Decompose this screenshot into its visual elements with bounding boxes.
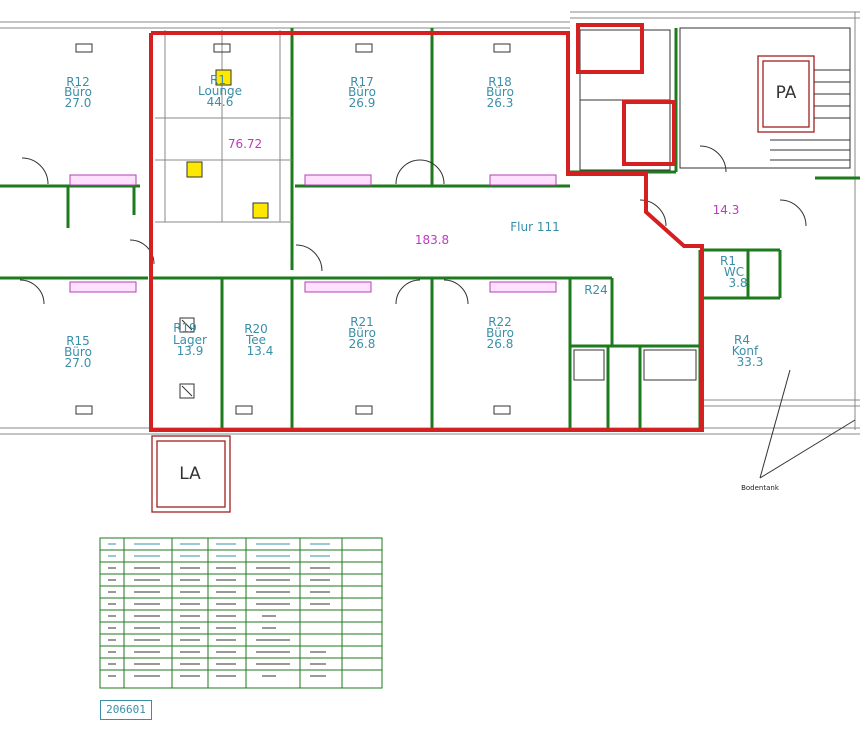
svg-text:26.8: 26.8: [487, 337, 514, 351]
svg-text:33.3: 33.3: [737, 355, 764, 369]
lounge-sub-area: 76.72: [228, 137, 262, 151]
room-r20: R20 Tee 13.4: [244, 322, 273, 358]
svg-text:3.8: 3.8: [728, 276, 747, 290]
outer-walls: [0, 11, 860, 435]
svg-text:R12: R12: [66, 75, 90, 89]
svg-text:Büro: Büro: [348, 85, 376, 99]
svg-text:44.6: 44.6: [207, 95, 234, 109]
room-r4-konf: R4 Konf 33.3: [732, 333, 764, 369]
svg-text:26.3: 26.3: [487, 96, 514, 110]
svg-text:R4: R4: [734, 333, 750, 347]
svg-text:Lager: Lager: [173, 333, 207, 347]
plan-id-label: 206601: [100, 700, 152, 720]
svg-text:Lounge: Lounge: [198, 84, 242, 98]
lounge-grid: [155, 30, 292, 223]
svg-text:26.8: 26.8: [349, 337, 376, 351]
room-r19: R19 Lager 13.9: [173, 321, 207, 358]
doors: [19, 145, 807, 305]
svg-text:R21: R21: [350, 315, 374, 329]
lobby-area: 14.3: [713, 203, 740, 217]
svg-text:Bodentank: Bodentank: [741, 484, 780, 492]
svg-text:R22: R22: [488, 315, 512, 329]
corridor-area: 183.8: [415, 233, 449, 247]
svg-text:26.9: 26.9: [349, 96, 376, 110]
svg-text:Büro: Büro: [348, 326, 376, 340]
svg-text:Konf: Konf: [732, 344, 759, 358]
room-r1-lounge: R1 Lounge 44.6: [198, 73, 242, 109]
wc-block: [573, 29, 697, 381]
svg-text:Tee: Tee: [245, 333, 266, 347]
lounge-furniture: [186, 69, 269, 219]
svg-text:13.9: 13.9: [177, 344, 204, 358]
room-r18: R18 Büro 26.3: [486, 75, 514, 110]
room-r22: R22 Büro 26.8: [486, 315, 514, 351]
svg-text:R18: R18: [488, 75, 512, 89]
svg-text:R17: R17: [350, 75, 374, 89]
desks: [69, 174, 557, 293]
selection-outline: [149, 23, 704, 432]
room-r1-wc: R1 WC 3.8: [720, 254, 748, 290]
svg-text:Büro: Büro: [486, 85, 514, 99]
room-r12: R12 Büro 27.0: [64, 75, 92, 110]
room-r24: R24: [584, 283, 608, 297]
svg-text:R19: R19: [173, 321, 197, 335]
svg-text:R1: R1: [720, 254, 736, 268]
room-partitions: [0, 28, 860, 428]
lift-label: LA: [179, 464, 201, 484]
bodentank-annotation: Bodentank: [741, 369, 856, 492]
room-r21: R21 Büro 26.8: [348, 315, 376, 351]
lift: LA: [151, 435, 231, 513]
room-r15: R15 Büro 27.0: [64, 334, 92, 370]
svg-text:Büro: Büro: [64, 85, 92, 99]
svg-text:R15: R15: [66, 334, 90, 348]
svg-text:27.0: 27.0: [65, 96, 92, 110]
stairwell: PA: [679, 27, 851, 169]
legend-table: [99, 537, 383, 689]
svg-text:Büro: Büro: [64, 345, 92, 359]
fixtures: [75, 43, 511, 415]
svg-text:R20: R20: [244, 322, 268, 336]
svg-text:WC: WC: [724, 265, 744, 279]
room-r17: R17 Büro 26.9: [348, 75, 376, 110]
svg-text:13.4: 13.4: [247, 344, 274, 358]
stair-label: PA: [776, 83, 797, 103]
svg-text:27.0: 27.0: [65, 356, 92, 370]
svg-text:Büro: Büro: [486, 326, 514, 340]
svg-text:R24: R24: [584, 283, 608, 297]
corridor-name: Flur 111: [510, 220, 560, 234]
svg-text:R1: R1: [210, 73, 226, 87]
